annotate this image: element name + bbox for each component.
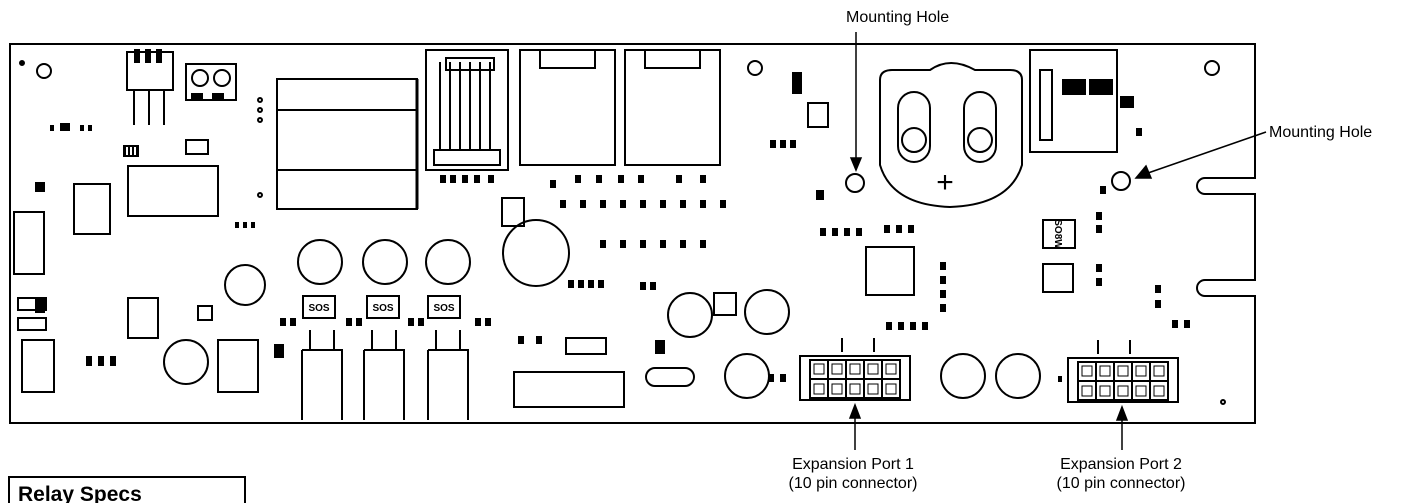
expansion-port-2-connector bbox=[1067, 357, 1179, 403]
hole-top-mid bbox=[747, 60, 763, 76]
chip-marking: SOS bbox=[308, 303, 329, 314]
expansion-port-1-detail: (10 pin connector) bbox=[788, 475, 918, 492]
mounting-hole-left bbox=[845, 173, 865, 193]
hole-top-left bbox=[36, 63, 52, 79]
hole-top-right bbox=[1204, 60, 1220, 76]
chip-marking: SOS bbox=[433, 303, 454, 314]
mounting-hole-right-leader bbox=[1147, 131, 1267, 174]
expansion-port-1-connector bbox=[799, 355, 911, 401]
coin-cell-holder bbox=[879, 62, 1023, 209]
chip-marking: SO8W bbox=[1052, 219, 1063, 249]
mounting-hole-label: Mounting Hole bbox=[846, 9, 950, 26]
board-outline bbox=[9, 43, 1256, 424]
relay-specs-title: Relay Specs bbox=[18, 483, 142, 503]
battery-polarity-mark: + bbox=[936, 166, 954, 199]
expansion-port-2-detail: (10 pin connector) bbox=[1056, 475, 1186, 492]
expansion-port-2-label: Expansion Port 2 (10 pin connector) bbox=[1026, 455, 1216, 493]
expansion-port-1-label: Expansion Port 1 (10 pin connector) bbox=[760, 455, 946, 493]
expansion-port-2-name: Expansion Port 2 bbox=[1060, 456, 1182, 473]
mounting-hole-right bbox=[1111, 171, 1131, 191]
mounting-hole-label: Mounting Hole bbox=[1269, 124, 1373, 141]
chip-marking: SOS bbox=[372, 303, 393, 314]
relay-specs-box: Relay Specs bbox=[8, 476, 246, 503]
expansion-port-1-name: Expansion Port 1 bbox=[792, 456, 914, 473]
